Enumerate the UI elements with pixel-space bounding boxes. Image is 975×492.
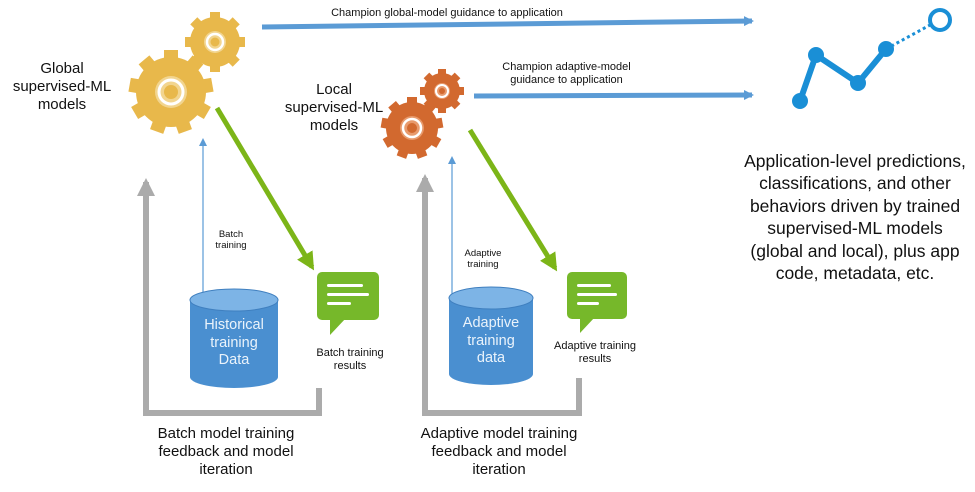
champion-global-label: Champion global-model guidance to applic…	[331, 7, 563, 19]
batch-results-arrow	[214, 106, 315, 271]
adaptive-feedback-label: Adaptive model training feedback and mod…	[420, 425, 578, 478]
batch-results-label: Batch training results	[316, 347, 384, 373]
adaptive-results-label: Adaptive training results	[554, 340, 636, 366]
line-chart-icon	[792, 8, 952, 109]
local-gear-small-icon	[420, 69, 464, 113]
application-level-label: Application-level predictions, classific…	[744, 151, 966, 283]
batch-feedback-arrow	[137, 178, 322, 416]
global-gear-large-icon	[128, 50, 214, 134]
global-models-label: Global supervised-ML models	[12, 60, 112, 113]
adaptive-feedback-arrow	[416, 174, 582, 416]
local-gear-large-icon	[380, 97, 444, 159]
historical-data-label: Historical training Data	[204, 317, 264, 369]
global-gear-small-icon	[185, 12, 245, 72]
batch-training-label: Batch training	[215, 229, 247, 252]
historical-database-icon	[189, 288, 279, 388]
adaptive-results-arrow	[467, 128, 558, 272]
adaptive-database-icon	[448, 286, 534, 385]
local-models-label: Local supervised-ML models	[284, 81, 384, 134]
champion-adaptive-label: Champion adaptive-model guidance to appl…	[502, 61, 631, 87]
adaptive-data-label: Adaptive training data	[462, 315, 520, 367]
batch-feedback-label: Batch model training feedback and model …	[157, 425, 295, 478]
adaptive-results-chat-icon	[567, 272, 627, 333]
batch-results-chat-icon	[317, 272, 379, 335]
champion-global-arrow	[261, 16, 754, 30]
champion-adaptive-arrow	[473, 90, 754, 101]
adaptive-training-label: Adaptive training	[464, 248, 502, 271]
